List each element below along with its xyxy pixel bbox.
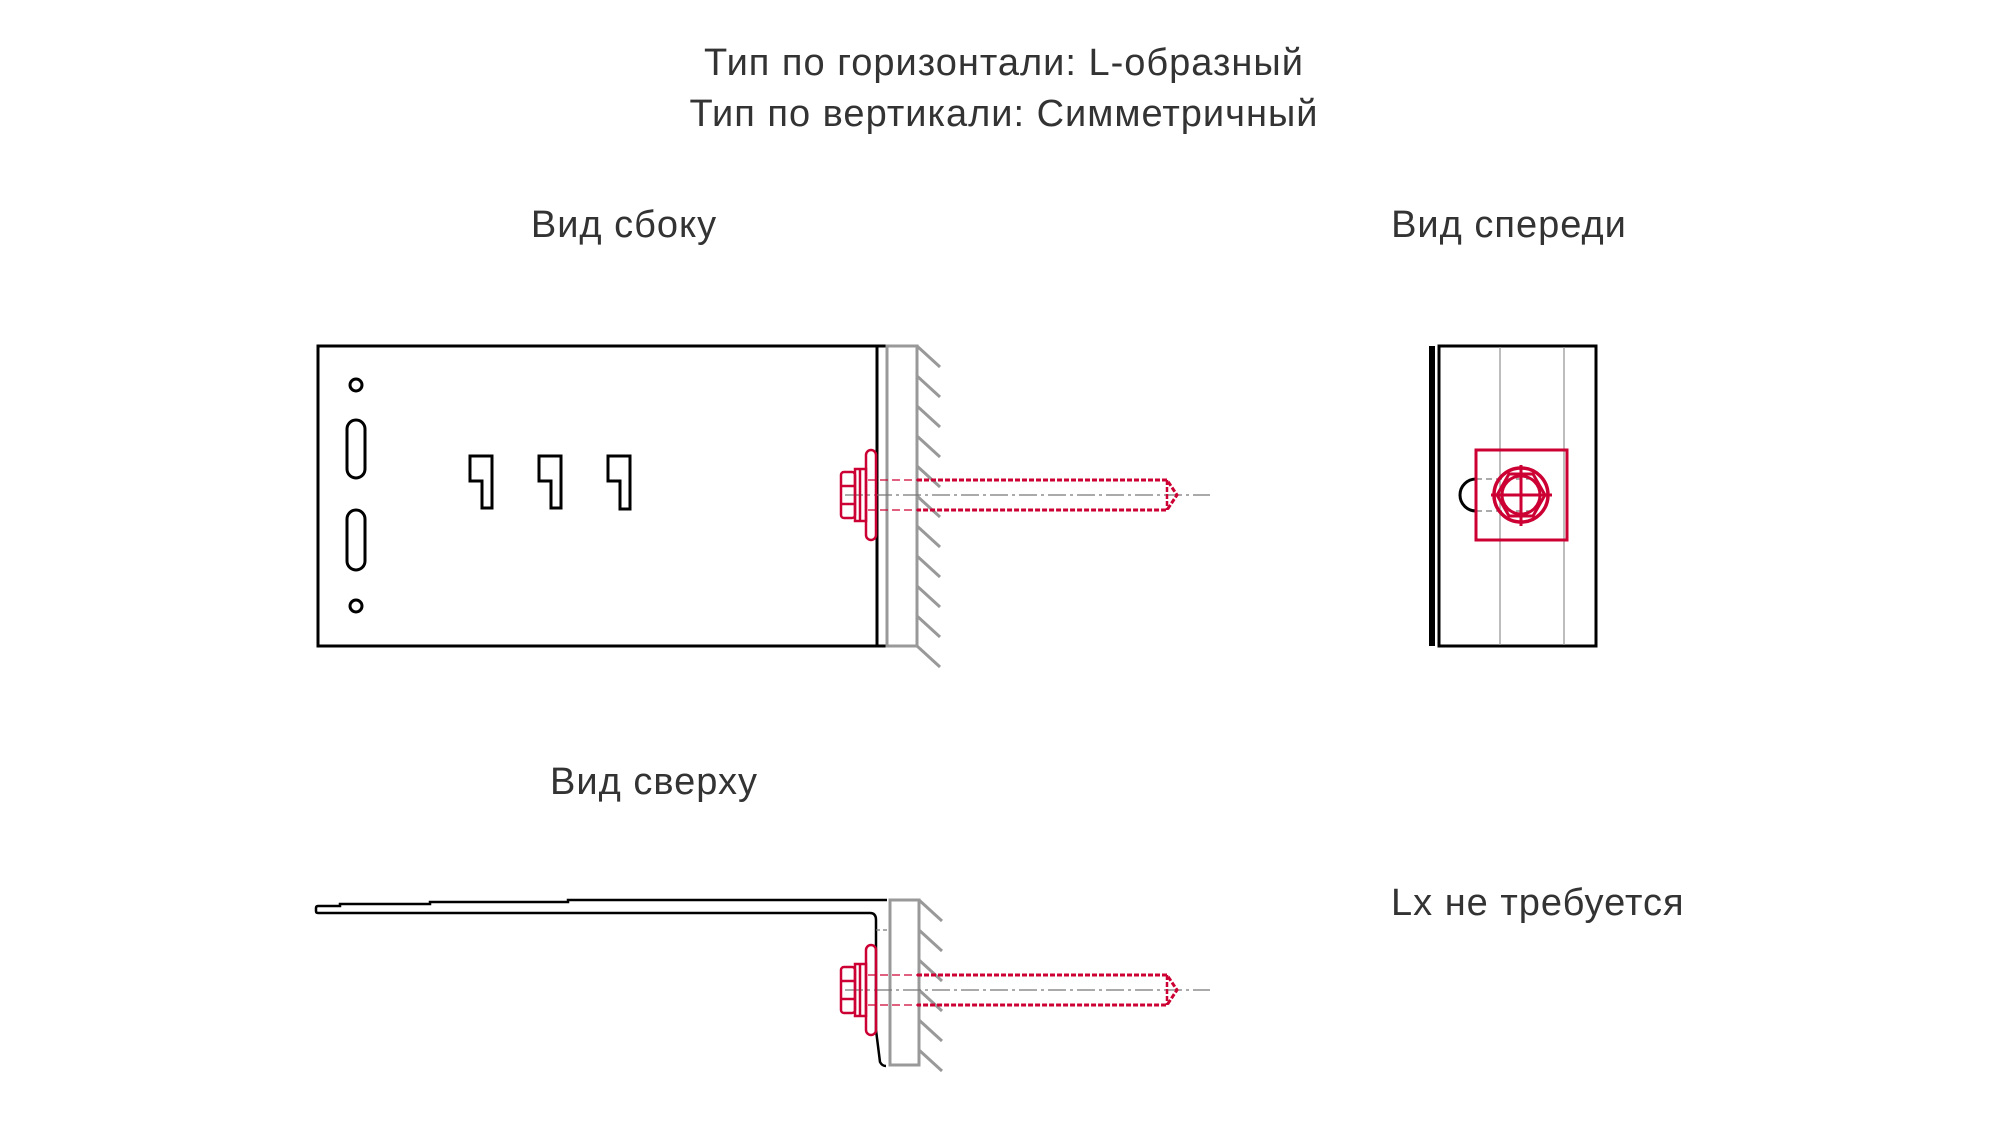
washer-square [1474,448,1569,542]
hatch-line [915,374,942,399]
bracket-outline [316,344,889,648]
slot-hole [345,418,367,480]
wall-plate [888,898,921,1067]
hatch-line [917,928,944,953]
anchor-bolt [839,943,1212,1037]
side-view-title: Вид сбоку [531,204,717,246]
wall-hatching [917,898,944,1073]
hatch-line [915,554,942,579]
hatch-line [915,614,942,639]
hatch-line [915,344,942,369]
hatch-line [915,494,942,519]
bracket-outline [1437,344,1598,648]
anchor-bolt [839,448,1212,542]
hatch-line [915,434,942,459]
hook-cutouts [468,454,632,511]
vertical-type-label: Тип по вертикали: Симметричный [690,93,1319,135]
hatch-line [917,958,944,983]
hatch-line [915,404,942,429]
side-view [316,344,1212,669]
hatch-line [915,644,942,669]
hatch-line [917,988,944,1013]
hatch-line [917,898,944,923]
l-bracket-profile [314,898,887,1068]
mount-hole [348,598,364,614]
top-view [314,898,1212,1073]
hatch-line [915,524,942,549]
front-view-title: Вид спереди [1391,204,1627,246]
hatch-line [915,584,942,609]
horizontal-type-label: Тип по горизонтали: L-образный [704,42,1304,84]
hatch-line [915,464,942,489]
top-view-title: Вид сверху [550,761,758,803]
slot-edge [1458,477,1477,513]
hatch-line [917,1048,944,1073]
mount-hole [348,377,364,393]
slot-hole [345,508,367,572]
front-view [1429,344,1598,648]
hatch-line [917,1018,944,1043]
wall-hatching [915,344,942,669]
wall-plate [885,344,919,648]
lx-note: Lx не требуется [1391,882,1685,924]
